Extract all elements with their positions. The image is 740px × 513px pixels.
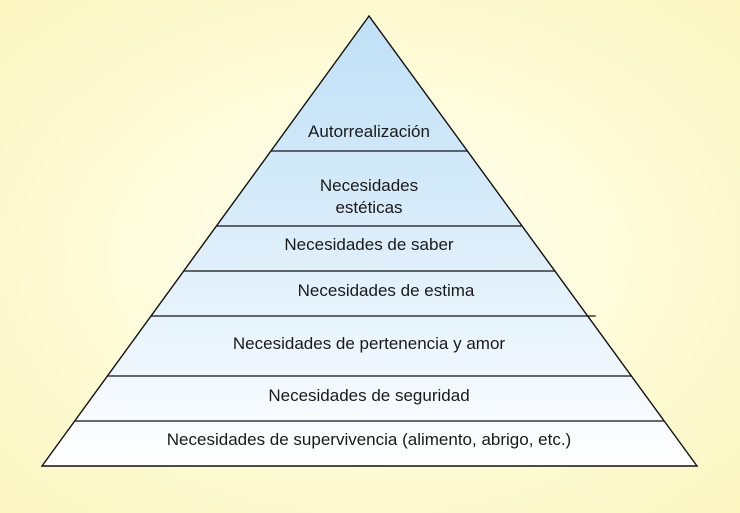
pyramid-level-line: Necesidades de seguridad [268, 386, 469, 405]
pyramid-level-line: Necesidades de saber [284, 235, 454, 254]
pyramid-level-line: estéticas [335, 198, 402, 217]
pyramid-level-label: Necesidades de supervivencia (alimento, … [167, 430, 571, 449]
pyramid-level-label: Necesidades de pertenencia y amor [233, 334, 505, 353]
pyramid-level-line: Necesidades de supervivencia (alimento, … [167, 430, 571, 449]
pyramid-level-label: Necesidades de seguridad [268, 386, 469, 405]
pyramid-level-line: Autorrealización [308, 122, 430, 141]
pyramid-outline [40, 14, 699, 467]
pyramid-level-line: Necesidades de estima [298, 281, 475, 300]
pyramid-level-label: Autorrealización [308, 122, 430, 141]
pyramid-body [42, 16, 697, 466]
pyramid-level-line: Necesidades de pertenencia y amor [233, 334, 505, 353]
pyramid-level-label: Necesidades de estima [298, 281, 475, 300]
pyramid-level-line: Necesidades [320, 176, 418, 195]
pyramid-level-label: Necesidades de saber [284, 235, 454, 254]
level-dividers [74, 150, 665, 422]
pyramid-level-label: Necesidades estéticas [320, 176, 418, 217]
